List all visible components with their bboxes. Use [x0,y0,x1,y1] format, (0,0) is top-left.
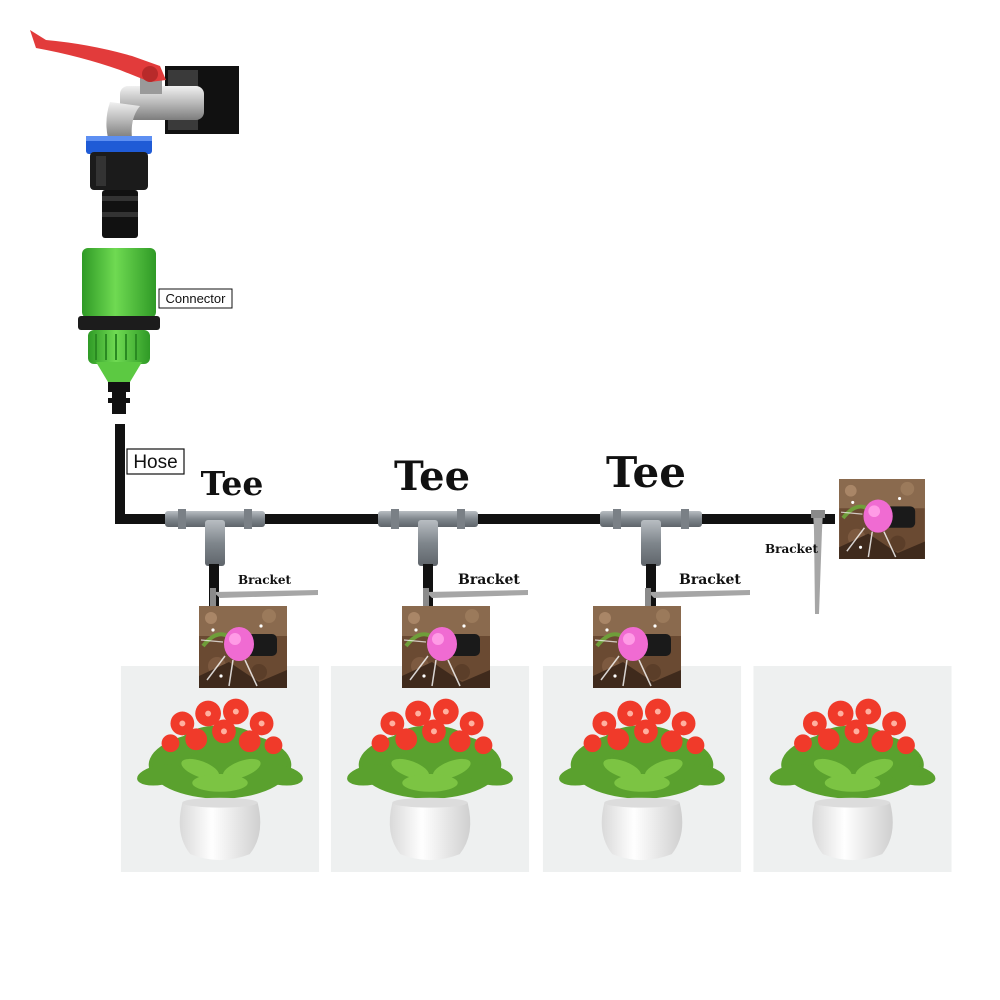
tee-label: Tee [201,464,264,503]
potted-plant-icon [542,666,742,872]
tee-fitting-icon [165,509,265,566]
stake-bracket-icon [210,588,318,606]
potted-plant-icon [753,666,952,872]
hose-label: Hose [126,448,185,475]
dripper-emitter-icon [838,479,926,559]
stake-bracket-icon [811,510,825,614]
bracket-label: Bracket [765,542,818,556]
potted-plant-icon [120,666,320,872]
connector-label: Connector [158,288,233,309]
dripper-emitter-icon [199,606,287,688]
bracket-label: Bracket [679,572,741,588]
stake-bracket-icon [645,588,750,606]
bracket-label: Bracket [458,572,520,588]
tee-label: Tee [394,453,470,500]
water-tap-icon [30,30,239,138]
dripper-emitter-icon [593,606,681,688]
tap-adapter-icon [86,136,152,238]
tee-label: Tee [606,448,686,497]
tee-fitting-icon [600,509,702,566]
branch-hose [423,564,433,606]
tee-fitting-icon [378,509,478,566]
stake-bracket-icon [423,588,528,606]
hose-label-text: Hose [133,452,177,473]
connector-label-text: Connector [166,291,227,306]
branch-hose [646,564,656,606]
potted-plant-icon [330,666,530,872]
hose-connector-icon [78,248,160,414]
branch-hose [209,564,219,606]
bracket-label: Bracket [238,573,291,587]
dripper-emitter-icon [402,606,490,688]
